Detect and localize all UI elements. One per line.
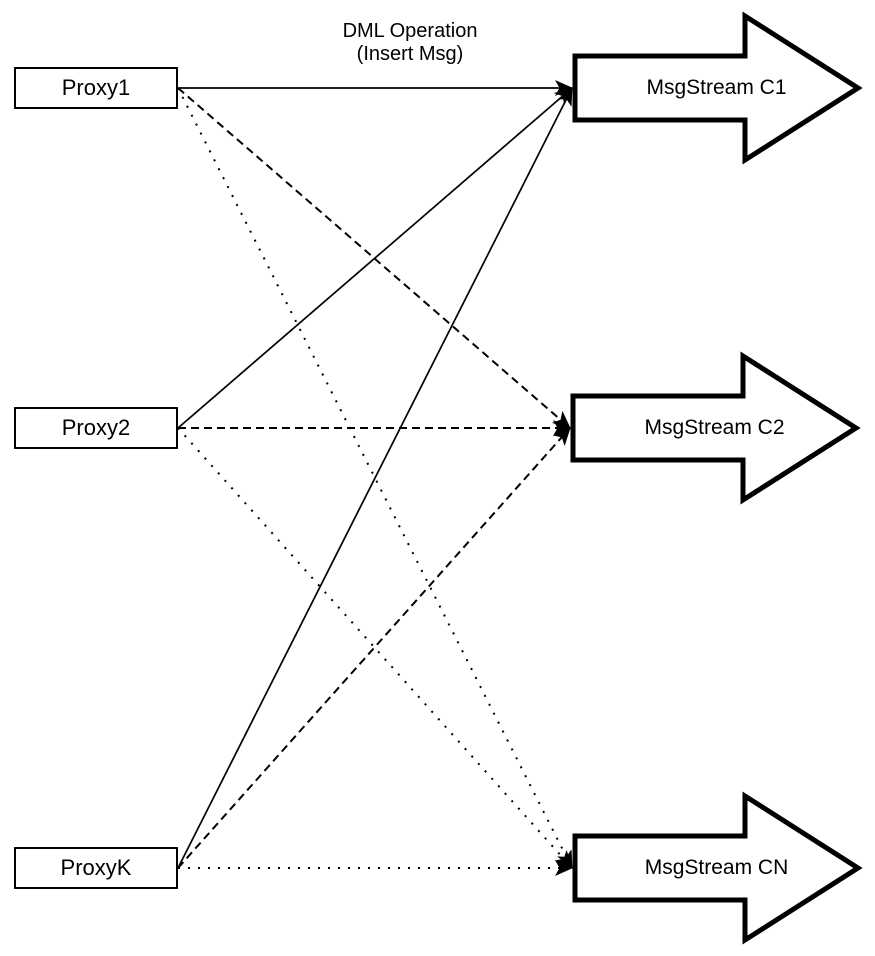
proxyk-label: ProxyK [60, 855, 132, 880]
edge-pk-c2-dashed [177, 427, 571, 869]
edge-layer [177, 80, 573, 876]
edge-p2-cn-dotted [177, 427, 573, 869]
proxyk-box [14, 847, 178, 889]
diagram-title-line1: DML Operation [342, 20, 478, 42]
msgstream-c2-arrow-shape [570, 351, 861, 505]
msgstream-c1-label: MsgStream C1 [646, 76, 787, 99]
proxy1-label: Proxy1 [61, 75, 131, 100]
diagram-title-line2: (Insert Msg) [356, 43, 464, 65]
diagram-title: DML Operation (Insert Msg) [285, 20, 535, 66]
msgstream-c1-arrow-shape [572, 11, 863, 165]
proxy1-box [14, 67, 178, 109]
proxy2-box [14, 407, 178, 449]
edge-pk-c1-solid [177, 87, 573, 869]
edge-p1-c2-dashed [177, 87, 571, 429]
edge-p2-c1-solid [177, 87, 573, 429]
msgstream-cn-arrow-shape [572, 791, 863, 945]
msgstream-cn-label: MsgStream CN [644, 856, 789, 879]
msgstream-c2-label: MsgStream C2 [644, 416, 785, 439]
proxy2-label: Proxy2 [61, 415, 131, 440]
